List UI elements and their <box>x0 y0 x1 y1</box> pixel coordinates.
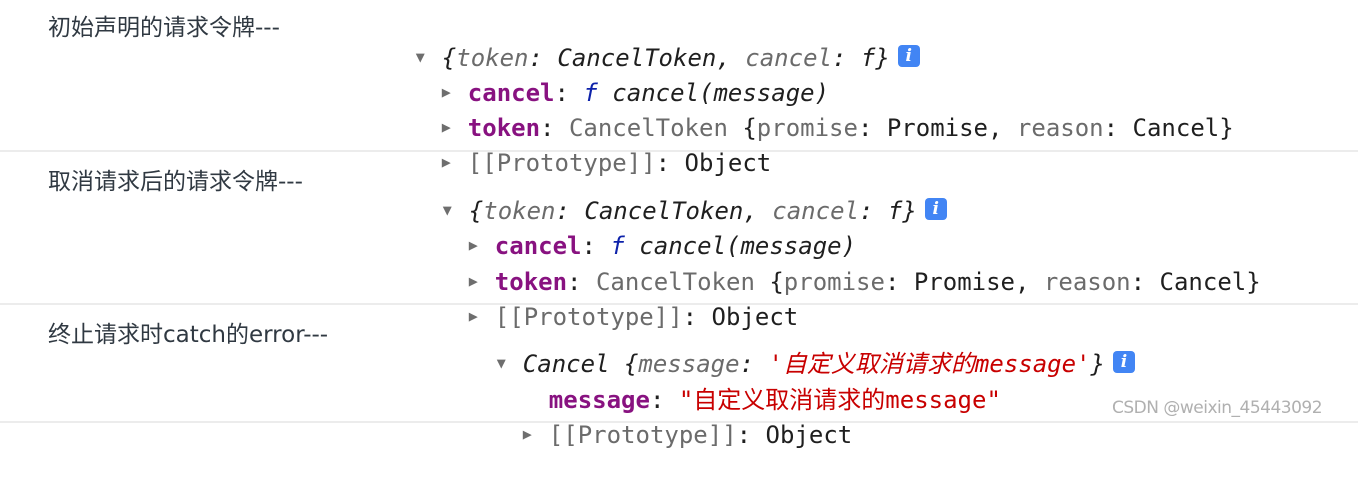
property-key: [[Prototype]] <box>467 149 656 177</box>
property-prototype[interactable]: ▶ [[Prototype]]: Object <box>384 111 771 177</box>
property-value: cancel(message) <box>597 79 830 107</box>
summary-value: Promise <box>913 268 1016 296</box>
brace: } <box>1090 350 1105 378</box>
summary-value: '自定义取消请求的message' <box>768 350 1091 378</box>
summary-key: cancel <box>745 44 832 72</box>
summary-key: cancel <box>772 197 859 225</box>
property-value: Object <box>711 303 799 331</box>
collapsed-triangle-icon[interactable]: ▶ <box>468 271 478 290</box>
brace: } <box>902 197 917 225</box>
property-key: cancel <box>494 232 582 260</box>
console-entry-catch-error: 终止请求时catch的error--- ▼Cancel {message: '自… <box>0 305 1358 449</box>
property-key: token <box>494 268 568 296</box>
brace: { <box>468 197 484 225</box>
summary-key: promise <box>783 268 885 296</box>
log-label: 终止请求时catch的error--- <box>48 322 329 348</box>
colon: : <box>1130 268 1160 296</box>
summary-value: Promise <box>886 114 989 142</box>
colon: : <box>1103 114 1133 142</box>
brace: } <box>1219 114 1234 142</box>
property-key: token <box>467 114 541 142</box>
info-icon[interactable]: i <box>1112 351 1135 373</box>
expand-triangle-icon[interactable]: ▼ <box>442 200 452 219</box>
summary-value: CancelToken <box>557 44 717 72</box>
property-value: Object <box>684 149 772 177</box>
colon: : <box>857 114 887 142</box>
property-key: cancel <box>467 79 555 107</box>
comma: , <box>988 114 1017 142</box>
colon: : <box>655 149 685 177</box>
colon: : <box>555 197 585 225</box>
info-icon[interactable]: i <box>924 198 947 220</box>
collapsed-triangle-icon[interactable]: ▶ <box>441 152 451 171</box>
colon: : <box>649 386 679 414</box>
summary-value: Cancel <box>1159 268 1247 296</box>
summary-value: f <box>860 44 876 72</box>
comma: , <box>743 197 773 225</box>
comma: , <box>1015 268 1044 296</box>
collapsed-triangle-icon[interactable]: ▶ <box>468 235 478 254</box>
info-icon[interactable]: i <box>897 45 920 67</box>
summary-key: token <box>456 44 529 72</box>
property-value: cancel(message) <box>624 232 857 260</box>
log-label: 取消请求后的请求令牌--- <box>48 169 303 195</box>
brace: { <box>742 114 757 142</box>
property-key: [[Prototype]] <box>494 303 683 331</box>
colon: : <box>554 79 584 107</box>
brace: } <box>875 44 890 72</box>
colon: : <box>739 350 769 378</box>
colon: : <box>567 268 596 296</box>
summary-key: token <box>483 197 556 225</box>
colon: : <box>884 268 914 296</box>
log-label: 初始声明的请求令牌--- <box>48 15 280 41</box>
expand-triangle-icon[interactable]: ▼ <box>496 353 506 372</box>
summary-key: promise <box>756 114 858 142</box>
colon: : <box>736 421 766 449</box>
summary-value: Cancel <box>1132 114 1220 142</box>
object-summary[interactable]: ▼ {token: CancelToken, cancel: f} i <box>385 159 947 225</box>
object-summary[interactable]: ▼ {token: CancelToken, cancel: f} i <box>358 6 920 72</box>
summary-key: message <box>638 350 740 378</box>
colon: : <box>682 303 712 331</box>
summary-value: CancelToken <box>584 197 744 225</box>
property-cancel[interactable]: ▶ cancel: f cancel(message) <box>384 41 829 107</box>
brace: } <box>1246 268 1261 296</box>
collapsed-triangle-icon[interactable]: ▶ <box>468 306 478 325</box>
console-entry-initial-token: 初始声明的请求令牌--- ▼{token: CancelToken, cance… <box>0 0 1358 177</box>
type-name: Cancel <box>522 350 624 378</box>
type-name: CancelToken <box>568 114 743 142</box>
property-key: message <box>548 386 650 414</box>
summary-value: f <box>887 197 903 225</box>
comma: , <box>716 44 746 72</box>
property-value: "自定义取消请求的message" <box>678 386 1001 414</box>
brace: { <box>441 44 457 72</box>
property-token[interactable]: ▶ token: CancelToken {promise: Promise, r… <box>384 76 1234 142</box>
console-entry-cancelled-token: 取消请求后的请求令牌--- ▼{token: CancelToken, canc… <box>0 152 1358 331</box>
property-key: [[Prototype]] <box>548 421 737 449</box>
function-icon: f <box>610 232 625 260</box>
summary-key: reason <box>1043 268 1131 296</box>
collapsed-triangle-icon[interactable]: ▶ <box>441 117 451 136</box>
function-icon: f <box>583 79 598 107</box>
collapsed-triangle-icon[interactable]: ▶ <box>522 424 532 443</box>
collapsed-triangle-icon[interactable]: ▶ <box>441 82 451 101</box>
expand-triangle-icon[interactable]: ▼ <box>415 47 425 66</box>
watermark: CSDN @weixin_45443092 <box>1112 398 1323 418</box>
colon: : <box>858 197 888 225</box>
colon: : <box>831 44 861 72</box>
property-cancel[interactable]: ▶ cancel: f cancel(message) <box>411 194 856 260</box>
colon: : <box>528 44 558 72</box>
brace: { <box>623 350 639 378</box>
type-name: CancelToken <box>595 268 770 296</box>
property-value: Object <box>765 421 853 449</box>
property-token[interactable]: ▶ token: CancelToken {promise: Promise, r… <box>411 230 1261 296</box>
property-message: message: "自定义取消请求的message" <box>491 348 1001 414</box>
object-summary[interactable]: ▼ Cancel {message: '自定义取消请求的message'} i <box>439 312 1135 378</box>
colon: : <box>581 232 611 260</box>
property-prototype[interactable]: ▶ [[Prototype]]: Object <box>465 383 852 449</box>
property-prototype[interactable]: ▶ [[Prototype]]: Object <box>411 265 798 331</box>
summary-key: reason <box>1016 114 1104 142</box>
colon: : <box>540 114 569 142</box>
brace: { <box>769 268 784 296</box>
